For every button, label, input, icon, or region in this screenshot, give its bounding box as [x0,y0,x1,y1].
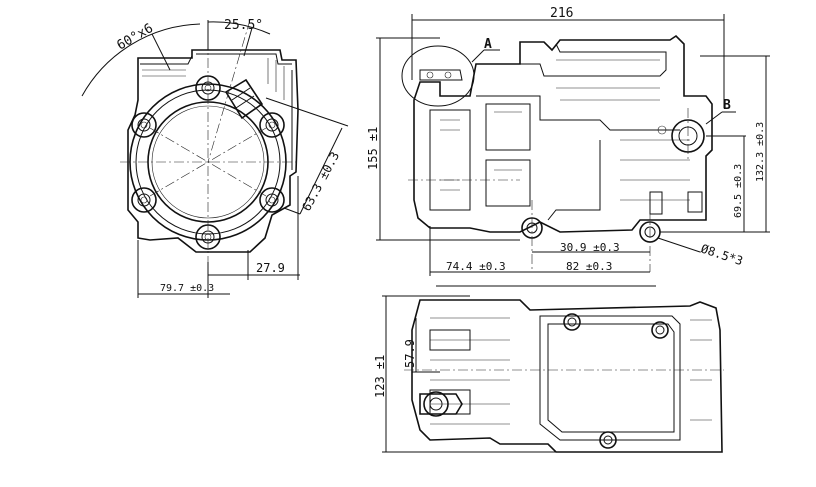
offset-label: 27.9 [256,261,285,275]
dim-69-label: 69.5 ±0.3 [733,164,744,218]
dim-74-label: 74.4 ±0.3 [446,260,506,273]
dim-30-label: 30.9 ±0.3 [560,241,620,254]
dim-82-label: 82 ±0.3 [566,260,612,273]
bolt-lugs [131,75,285,250]
overall-length-label: 216 [550,6,573,21]
height-label: 155 ±1 [366,127,380,170]
front-view: 60°x6 25.5° 63.3 ±0.3 27.9 79.7 ±0.3 [81,18,349,298]
diag-label: 63.3 ±0.3 [299,149,342,213]
dim-132-label: 132.3 ±0.3 [755,122,766,182]
side-view: 216 155 ±1 A B [366,6,770,276]
angle-label: 60°x6 [115,21,156,54]
bottom-width-label: 123 ±1 [373,355,387,398]
width-label: 79.7 ±0.3 [160,283,214,294]
marker-a: A [484,37,492,52]
marker-b: B [723,98,731,113]
angle-offset-label: 25.5° [224,18,263,33]
bottom-offset-label: 57.9 [403,339,417,368]
bottom-view: 123 ±1 57.9 [373,285,724,453]
hole-dia-label: Ø8.5*3 [699,242,745,269]
